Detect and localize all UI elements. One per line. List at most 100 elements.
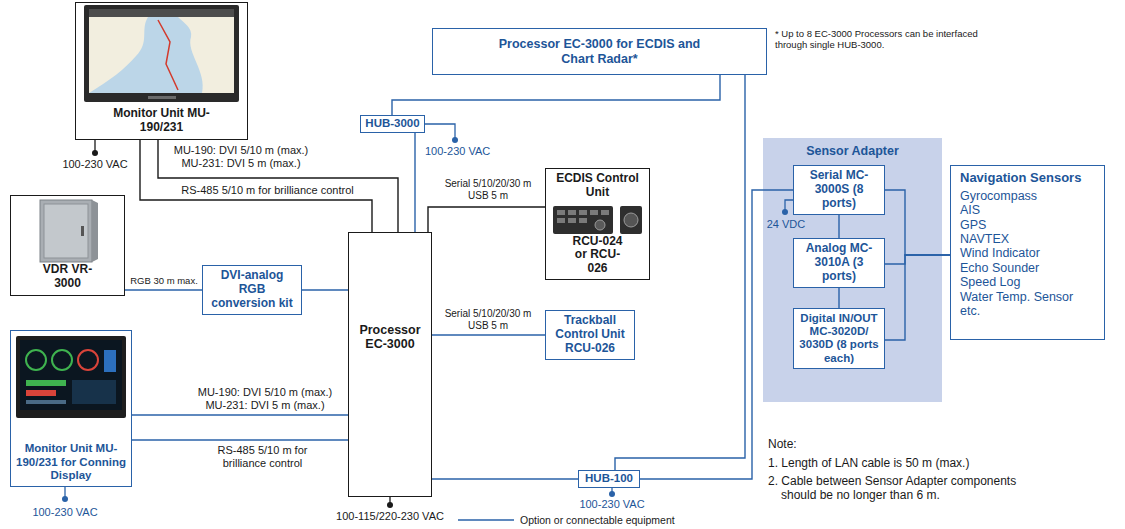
label-holder: Note: [768,438,1068,452]
cable-spec: RS-485 5/10 m for brilliance control [165,184,370,197]
node-text: etc. [960,304,1094,318]
gauge [78,350,98,370]
power-wires [62,124,793,508]
cable-spec: RGB 30 m max. [127,276,201,287]
bar-gauge [26,380,66,386]
bar-gauge [104,350,116,372]
key [579,218,587,223]
connector [885,255,950,264]
legend-line-sample [458,515,514,525]
key [579,210,587,215]
connector [140,140,372,232]
processor-box: Processor EC-3000 [348,232,432,497]
node-text: Water Temp. Sensor [960,290,1094,304]
connector [838,288,839,308]
control-unit-box: Trackball Control Unit RCU-026 [545,310,635,360]
power-label: 100-230 VAC [55,158,135,171]
control-unit-box: ECDIS Control UnitRCU-024 or RCU-026 [545,168,650,280]
vdr-cabinet [40,200,92,262]
converter-box: DVI-analog RGB conversion kit [202,265,302,315]
power-wire [785,200,793,210]
power-wire [64,487,65,497]
monitor-unit-box: Monitor Unit MU-190/231 [75,2,248,140]
chart-land [178,17,234,93]
connector [432,334,545,335]
vdr-door [44,204,88,258]
key [601,210,609,215]
trackball [624,213,638,227]
node-label: Processor EC-3000 [353,323,427,352]
vdr-handle [81,226,84,236]
node-label: ECDIS Control Unit [550,172,645,200]
edge-label-holder: Serial 5/10/20/30 m USB 5 m [436,178,540,201]
sensor-adapter-band: Sensor AdapterSerial MC-3000S (8 ports) A… [763,138,942,402]
connector [302,289,348,290]
connector [392,75,720,115]
note-heading: Note: [768,438,1068,452]
gauge [52,350,72,370]
cable-spec: MU-190: DVI 5/10 m (max.) MU-231: DVI 5 … [190,386,340,411]
vdr-side [92,200,98,262]
bar-gauge [26,400,66,404]
label-holder: 1. Length of LAN cable is 50 m (max.) [768,457,1068,471]
node-label: Serial MC-3000S (8 ports) [798,169,880,210]
connector [414,133,415,232]
gauge [26,350,46,370]
conning-screen [20,340,122,410]
label-holder: 100-230 VAC [25,506,105,519]
route-line [158,20,178,90]
connector [885,190,950,255]
node-label: Trackball Control Unit RCU-026 [550,314,630,355]
edge-label-holder: RS-485 5/10 m for brilliance control [195,444,330,469]
connector [885,255,950,340]
monitor-bezel [84,5,239,102]
note-text: 1. Length of LAN cable is 50 m (max.) [768,457,1068,471]
label-holder: 100-115/220-230 VAC [320,510,460,523]
power-dot [609,491,615,497]
cable-spec: Serial 5/10/20/30 m USB 5 m [436,178,540,201]
cable-spec: RS-485 5/10 m for brilliance control [195,444,330,469]
label-holder: 100-230 VAC [425,145,505,158]
cable-spec: Serial 5/10/20/30 m USB 5 m [436,308,540,331]
chart-sea [89,9,234,93]
edge-label-holder: RS-485 5/10 m for brilliance control [165,184,370,197]
hub-box: HUB-3000 [360,115,425,133]
label-holder: 100-230 VAC [55,158,135,171]
power-label: 100-230 VAC [572,498,652,511]
adapter-box: Digital IN/OUT MC-3020D/ 3030D (8 ports … [793,308,885,369]
menu-bar [89,9,234,17]
node-label: Sensor Adapter [768,144,938,158]
label-holder: 100-230 VAC [572,498,652,511]
sensor-list-box: Navigation SensorsGyrocompassAISGPSNAVTE… [950,165,1105,340]
node-text: Gyrocompass [960,189,1094,203]
knob [595,220,605,230]
key [568,210,576,215]
trackball-panel [620,206,642,234]
power-label: 100-230 VAC [425,145,505,158]
connector [432,478,578,479]
label-holder: * Up to 8 EC-3000 Processors can be inte… [775,29,985,51]
monitor-bezel [16,336,126,418]
power-label: 100-115/220-230 VAC [320,510,460,523]
edge-label-holder: Serial 5/10/20/30 m USB 5 m [436,308,540,331]
note-text: 2. Cable between Sensor Adapter componen… [768,475,1053,503]
conning-illustration [16,336,126,418]
power-dot [92,150,98,156]
key [557,210,565,215]
connector [132,439,348,440]
vdr-illustration [40,200,98,262]
connector [158,140,398,232]
adapter-box: Serial MC-3000S (8 ports) [793,165,885,215]
node-label: Digital IN/OUT MC-3020D/ 3030D (8 ports … [798,312,880,365]
footnote: * Up to 8 EC-3000 Processors can be inte… [775,29,985,51]
node-label: Monitor Unit MU-190/231 for Conning Disp… [15,442,127,482]
processor-box: Processor EC-3000 for ECDIS and Chart Ra… [432,28,767,75]
power-dot [452,137,458,143]
connector [428,207,545,232]
keyboard-panel [553,206,613,234]
node-text: NAVTEX [960,232,1094,246]
legend-line [458,519,514,521]
node-text: GPS [960,218,1094,232]
adapter-box: Analog MC-3010A (3 ports) [793,238,885,288]
